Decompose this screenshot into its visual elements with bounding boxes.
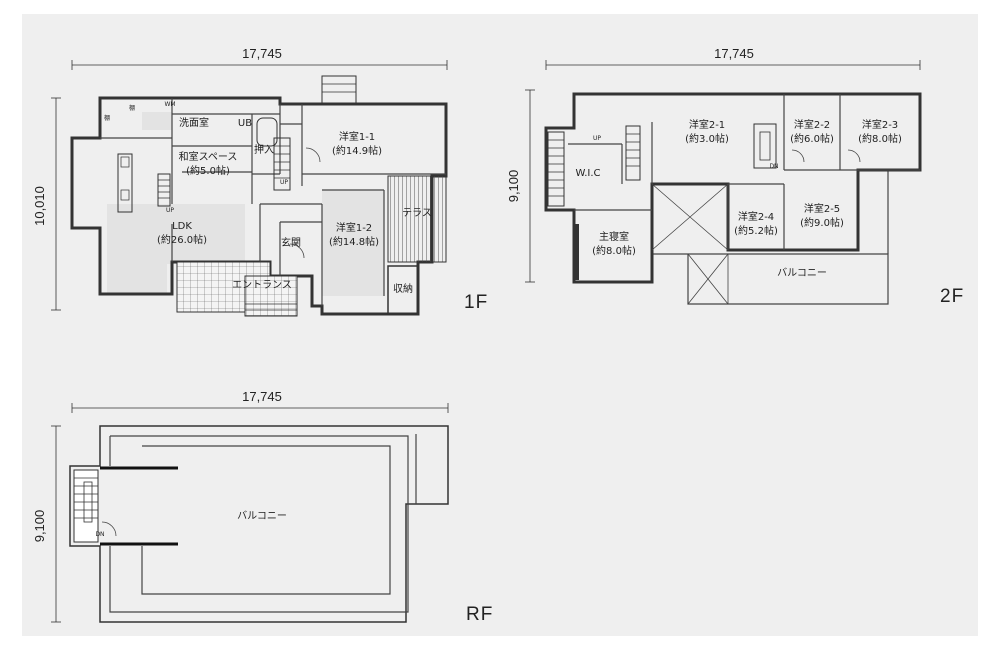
door-swing [305,147,321,163]
dimension-1f-width: 17,745 [242,46,282,61]
room-yo-2-1: 洋室2-1 [689,118,725,131]
mark-dn-2f: DN [769,163,778,170]
mark-shelf-2: 棚 [104,114,110,122]
storage-box [387,265,419,315]
room-wic: W.I.C [575,168,600,179]
dimension-rf-width: 17,745 [242,389,282,404]
room-entrance: エントランス [232,279,292,291]
room-master-area: (約8.0帖) [592,244,636,257]
floor-label-2f: 2F [940,286,964,307]
door-swing [791,149,805,163]
room-genkan: 玄関 [281,236,301,249]
rooftop-access-1f [321,75,357,105]
cooktop-icon [120,156,130,168]
room-master: 主寝室 [599,230,629,243]
rooftop-access-steps [322,83,356,93]
room-terrace: テラス [402,207,432,219]
room-youshitsu-1-1-area: (約14.9帖) [332,144,382,157]
dimension-line-rf-width [71,403,449,413]
roof-inner-parapet [109,435,409,613]
room-youshitsu-1-2-area: (約14.8帖) [329,235,379,248]
room-yo-2-4-area: (約5.2帖) [734,224,778,237]
floor-label-1f: 1F [464,292,488,313]
dimension-2f-width: 17,745 [714,46,754,61]
room-oshiire: 押入 [254,143,274,156]
kitchen-island [117,153,133,213]
roof-balcony-edge [141,445,391,595]
mark-up-1: UP [166,207,174,214]
dimension-line-2f-width [545,60,921,70]
room-washroom: 洗面室 [179,116,209,129]
dimension-line-1f-width [71,60,448,70]
mark-up-2: UP [280,179,288,186]
floor-plan-drawing: 17,745 10,010 [32,46,964,625]
room-yo-2-5-area: (約9.0帖) [800,216,844,229]
room-ldk: LDK [172,221,192,232]
youshitsu-1-2-tint [322,190,384,296]
room-yo-2-3-area: (約8.0帖) [858,132,902,145]
ldk-floor-tint-2 [165,204,245,264]
void-2f [651,183,729,305]
floor-label-rf: RF [466,604,493,625]
floor-2f: 17,745 9,100 [506,46,964,307]
dimension-line-2f-depth [525,89,535,283]
stair-1f [157,137,291,207]
ldk-floor-tint [107,204,167,294]
terrace-area [387,175,447,263]
room-balcony-2f: バルコニー [777,267,827,279]
room-balcony-rf: バルコニー [237,510,287,522]
floor-1f: 17,745 10,010 [32,46,488,317]
balcony-outline-2f [652,253,889,305]
dimension-line-rf-depth [51,425,61,623]
room-yo-2-5: 洋室2-5 [804,202,840,215]
room-yo-2-2-area: (約6.0帖) [790,132,834,145]
shelf-tint [142,112,172,130]
exterior-wall-1f [70,96,448,316]
room-washitsu-area: (約5.0帖) [186,164,230,177]
mark-dn-rf: DN [95,531,104,538]
door-swing [289,243,305,259]
mark-wm: WM [164,101,175,108]
room-ub: UB [238,118,252,129]
master-wall-accent [574,224,579,280]
room-storage: 収納 [393,282,413,295]
room-yo-2-4: 洋室2-4 [738,210,774,223]
dimension-1f-depth: 10,010 [32,186,47,226]
door-swing [847,149,861,163]
bathtub-icon [256,117,278,147]
sink-icon [120,189,130,201]
room-youshitsu-1-2: 洋室1-2 [336,221,372,234]
room-ldk-area: (約26.0帖) [157,233,207,246]
room-yo-2-2: 洋室2-2 [794,118,830,131]
room-yo-2-3: 洋室2-3 [862,118,898,131]
dimension-2f-depth: 9,100 [506,170,521,203]
dimension-rf-depth: 9,100 [32,510,47,543]
rooftop-stair [73,466,178,546]
stair-2f [547,123,777,207]
room-yo-2-1-area: (約3.0帖) [685,132,729,145]
room-youshitsu-1-1: 洋室1-1 [339,130,375,143]
interior-walls-1f [100,98,446,306]
floor-rf: 17,745 9,100 DN バルコニー RF [32,389,493,625]
interior-walls-2f [568,94,920,250]
floor-plan-canvas: 17,745 10,010 [22,14,978,636]
mark-up-2f: UP [593,135,601,142]
dimension-line-1f-depth [51,97,61,311]
room-washitsu: 和室スペース [179,150,238,163]
roof-outline [69,425,449,623]
mark-shelf: 棚 [129,104,135,112]
entrance-steps [245,303,297,317]
